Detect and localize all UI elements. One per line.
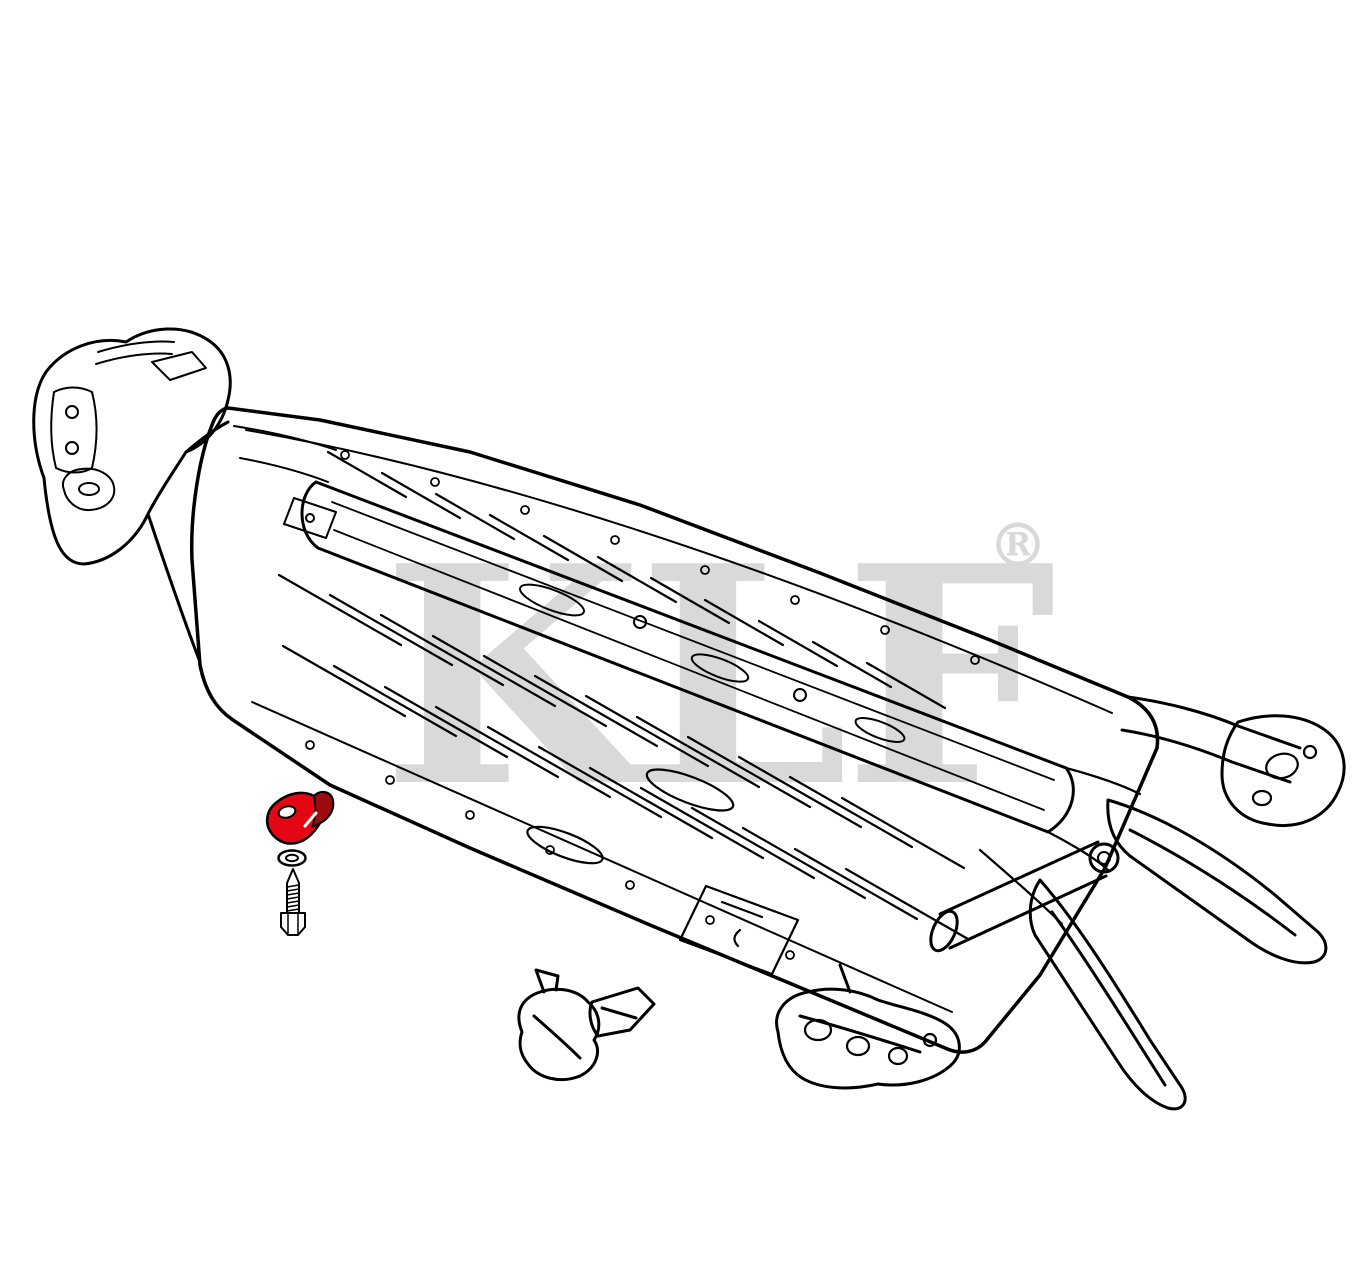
tunnel-slot <box>690 653 750 683</box>
axle-tube-body <box>938 840 1108 950</box>
frame-head-flange <box>95 340 207 381</box>
rear-bracket-hole <box>1265 752 1299 780</box>
mounting-clamp-shadow-face <box>311 791 334 828</box>
floor-ribs-upper <box>326 450 947 710</box>
rear-fork-lower-arm <box>1028 878 1187 1111</box>
rivet-holes <box>305 450 980 960</box>
highlighted-part-mounting-clamp <box>265 790 335 845</box>
tunnel-details <box>519 583 906 743</box>
washer <box>277 849 307 867</box>
central-tunnel-ridges <box>331 501 1055 811</box>
axle-tube-end-cap <box>929 909 959 953</box>
mounting-clamp-slit <box>303 811 318 828</box>
tunnel-slot <box>519 583 585 617</box>
tunnel-slot <box>854 717 906 743</box>
chassis-line-art <box>32 327 1346 1111</box>
axle-joint <box>1088 842 1120 874</box>
floor-details <box>526 768 800 976</box>
fastener-parts <box>265 790 335 936</box>
tunnel-hole <box>793 688 807 702</box>
rear-frame-lines <box>978 766 1142 926</box>
bracket-b <box>588 986 656 1038</box>
access-plate <box>678 884 800 976</box>
rear-fork-middle-arm <box>1106 798 1328 965</box>
body-mount-ear <box>62 467 116 512</box>
rear-axle-tube <box>929 840 1120 953</box>
floor-slot <box>645 768 735 812</box>
bracket-a <box>517 968 601 1081</box>
bolt-head-facets <box>287 912 299 936</box>
body-mount-ear-hole <box>78 482 100 496</box>
shock-mount-hole <box>887 1046 909 1066</box>
axle-joint-hole <box>1097 851 1111 865</box>
body-mount-brackets <box>517 968 656 1081</box>
frame-head <box>32 327 232 664</box>
rear-bracket-hole <box>1251 789 1273 807</box>
floor-pan-inner-edge <box>245 429 1113 1013</box>
tunnel-hole <box>633 615 647 629</box>
rear-bracket-hole <box>1302 744 1318 760</box>
bolt-threads <box>286 884 300 912</box>
washer-inner-hole <box>285 853 299 863</box>
shock-mount-body <box>775 963 961 1090</box>
front-plate-hole <box>305 513 315 523</box>
frame-head-hole <box>65 441 79 455</box>
frame-head-box <box>50 386 98 474</box>
floor-slot <box>526 825 604 865</box>
floor-ribs-lower <box>277 573 970 941</box>
bolt-hex-head <box>280 912 306 936</box>
shock-mount <box>775 963 961 1090</box>
rear-bracket <box>1220 714 1346 827</box>
shock-mount-hole <box>922 1032 938 1048</box>
hex-bolt <box>280 868 306 936</box>
shock-mount-hole <box>845 1035 871 1057</box>
shock-mount-hole <box>803 1018 833 1042</box>
frame-head-hole <box>65 405 79 419</box>
floor-pan-outline <box>189 406 1160 1054</box>
central-tunnel <box>300 480 1075 834</box>
rear-fork-upper <box>1120 695 1346 827</box>
mounting-clamp-hole <box>277 805 297 819</box>
frame-head-details <box>50 340 337 539</box>
front-floor-lines <box>233 425 337 539</box>
registered-trademark-icon: ® <box>988 511 1048 581</box>
